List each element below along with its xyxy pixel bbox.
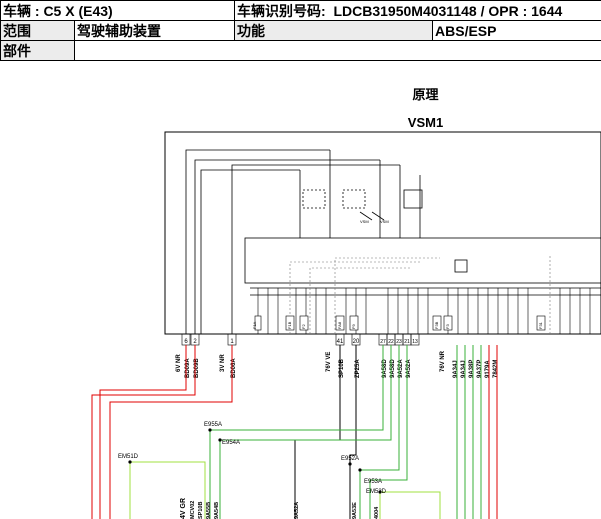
wire-code: 9A34J bbox=[453, 360, 459, 378]
fuse-tag: F2 bbox=[301, 324, 306, 329]
fuse-tag: F3 bbox=[445, 324, 450, 329]
internal-wiring bbox=[185, 149, 601, 334]
dashed-links bbox=[289, 255, 551, 334]
wire-code: MCV02 bbox=[190, 501, 196, 519]
relay-group bbox=[302, 189, 423, 221]
header-table: 车辆 : C5 X (E43) 车辆识别号码: LDCB31950M403114… bbox=[0, 0, 601, 61]
bottom-wire-labels: 4V GR MCV02 SP10B 9A55B 9A54B 9A52A 9A53… bbox=[180, 498, 380, 519]
vin-label: 车辆识别号码: bbox=[237, 2, 326, 19]
wire-code: 9A55B bbox=[206, 502, 212, 519]
wire-code: 4V GR bbox=[180, 498, 187, 519]
wire-code: BD09B bbox=[194, 358, 200, 378]
fuse-tag: F1B bbox=[287, 321, 292, 329]
connector-label: 6V NR bbox=[176, 354, 182, 372]
splice-dots bbox=[128, 428, 382, 494]
fuse-tag: F9 bbox=[351, 324, 356, 329]
pin-label: 13 bbox=[412, 339, 418, 345]
splice-label: EM53D bbox=[366, 489, 387, 495]
wire-code: SP10B bbox=[339, 358, 345, 378]
part-label: 部件 bbox=[0, 40, 75, 61]
wire-code: 9A58D bbox=[390, 359, 396, 378]
bus-stubs bbox=[257, 288, 591, 334]
pin-label: 21 bbox=[404, 339, 410, 345]
wire-code: ZP25A bbox=[355, 359, 361, 378]
chip-icon bbox=[454, 259, 468, 273]
wire-code: BD09A bbox=[185, 358, 191, 378]
wire-labels: 6V NR BD09A BD09B 3V NR BD06A 76V VE SP1… bbox=[176, 350, 499, 378]
wire-code: 9A58D bbox=[382, 359, 388, 378]
wire-code: 9A53E bbox=[352, 502, 358, 519]
wire-code: 9A38P bbox=[469, 360, 475, 378]
wire-code: 9A54B bbox=[214, 502, 220, 519]
splice-label: E954A bbox=[222, 440, 240, 446]
pin-label: 41 bbox=[337, 339, 344, 345]
pin-label: 2 bbox=[193, 339, 197, 345]
inner-tags: F1A F1B F2 FA8 F9 F3B F3 F31 bbox=[252, 321, 543, 329]
pin-label: 6 bbox=[184, 339, 188, 345]
splice-label: E952A bbox=[341, 456, 359, 462]
connector-label: 76V VE bbox=[326, 352, 332, 372]
pin-row: 6 2 1 41 20 27 22 23 21 13 bbox=[181, 333, 420, 346]
section-title: 原理 bbox=[412, 87, 439, 102]
wire-code: 9A37P bbox=[477, 360, 483, 378]
wire-code: 4004 bbox=[374, 506, 380, 519]
connector-label: 3V NR bbox=[220, 354, 226, 372]
splice-label: E955A bbox=[204, 422, 222, 428]
splice-labels: E955A E954A EM51D E952A E953A EM53D bbox=[118, 422, 387, 495]
external-wires bbox=[91, 345, 498, 519]
vin-value: LDCB31950M4031148 / OPR : 1644 bbox=[333, 2, 563, 19]
relay-label-2: VSM bbox=[380, 219, 389, 224]
component-title: VSM1 bbox=[407, 115, 444, 130]
function-value: ABS/ESP bbox=[432, 20, 601, 41]
wire-code: BD06A bbox=[231, 358, 237, 378]
pin-label: 27 bbox=[380, 339, 386, 345]
wire-code: 9A52A bbox=[406, 359, 412, 378]
pin-label: 23 bbox=[396, 339, 402, 345]
wire-code: SP10B bbox=[198, 502, 204, 519]
wire-code: 7842M bbox=[493, 360, 499, 378]
pin-label: 20 bbox=[353, 339, 360, 345]
connector-label: 76V NR bbox=[440, 350, 446, 372]
fuse-tag: F1A bbox=[252, 321, 257, 329]
pin-label: 22 bbox=[388, 339, 394, 345]
splice-label: E953A bbox=[364, 479, 382, 485]
fuse-boxes bbox=[254, 315, 546, 331]
control-unit bbox=[244, 237, 601, 284]
wire-code: 9A34J bbox=[461, 360, 467, 378]
wire-code: 9A52A bbox=[294, 502, 300, 519]
wire-code: 9A52A bbox=[398, 359, 404, 378]
pin-label: 1 bbox=[230, 339, 234, 345]
splice-label: EM51D bbox=[118, 454, 139, 460]
fuse-tag: FA8 bbox=[337, 321, 342, 329]
fuse-tag: F3B bbox=[434, 321, 439, 329]
vsm1-box bbox=[164, 131, 601, 335]
relay-label-1: VSM bbox=[360, 219, 369, 224]
fuse-tag: F31 bbox=[538, 321, 543, 329]
wire-code: 9179A bbox=[485, 360, 491, 378]
